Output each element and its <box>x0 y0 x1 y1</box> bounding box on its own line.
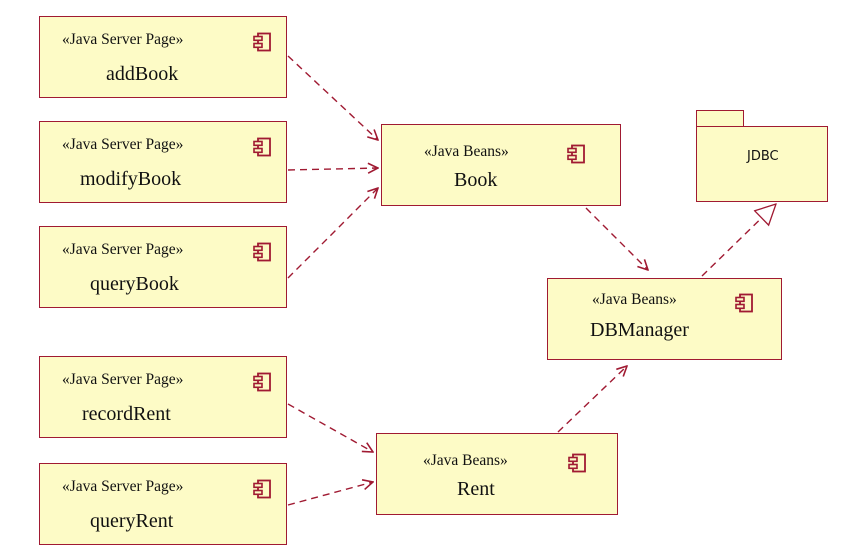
component-icon <box>253 242 271 262</box>
dependency-arrow <box>287 168 378 170</box>
component-icon <box>567 144 585 164</box>
component-addbook[interactable]: «Java Server Page» addBook <box>39 16 287 98</box>
stereotype-label: «Java Server Page» <box>62 31 184 48</box>
stereotype-label: «Java Beans» <box>423 452 508 469</box>
component-recordrent[interactable]: «Java Server Page» recordRent <box>39 356 287 438</box>
component-querybook[interactable]: «Java Server Page» queryBook <box>39 226 287 308</box>
component-icon <box>253 479 271 499</box>
stereotype-label: «Java Server Page» <box>62 241 184 258</box>
realization-arrow <box>701 204 776 277</box>
dependency-arrow <box>557 366 627 433</box>
component-name: Rent <box>457 478 495 500</box>
stereotype-label: «Java Server Page» <box>62 371 184 388</box>
component-icon <box>568 453 586 473</box>
component-name: queryRent <box>90 510 174 532</box>
component-icon <box>253 372 271 392</box>
component-icon <box>253 32 271 52</box>
component-queryrent[interactable]: «Java Server Page» queryRent <box>39 463 287 545</box>
component-name: modifyBook <box>80 168 182 190</box>
dependency-arrow <box>287 55 378 140</box>
dependency-arrow <box>287 403 373 452</box>
stereotype-label: «Java Beans» <box>592 291 677 308</box>
component-name: queryBook <box>90 273 179 295</box>
stereotype-label: «Java Beans» <box>424 143 509 160</box>
package-jdbc[interactable]: JDBC <box>696 126 828 202</box>
component-rent[interactable]: «Java Beans» Rent <box>376 433 618 515</box>
dependency-arrow <box>287 188 378 279</box>
package-name: JDBC <box>747 149 779 164</box>
component-dbmanager[interactable]: «Java Beans» DBManager <box>547 278 782 360</box>
component-icon <box>253 137 271 157</box>
component-name: recordRent <box>82 403 171 425</box>
stereotype-label: «Java Server Page» <box>62 478 184 495</box>
component-book[interactable]: «Java Beans» Book <box>381 124 621 206</box>
dependency-arrow <box>585 207 648 270</box>
component-name: addBook <box>106 63 179 85</box>
component-name: DBManager <box>590 319 689 341</box>
component-name: Book <box>454 169 498 191</box>
component-icon <box>735 293 753 313</box>
component-modifybook[interactable]: «Java Server Page» modifyBook <box>39 121 287 203</box>
stereotype-label: «Java Server Page» <box>62 136 184 153</box>
dependency-arrow <box>287 482 373 506</box>
